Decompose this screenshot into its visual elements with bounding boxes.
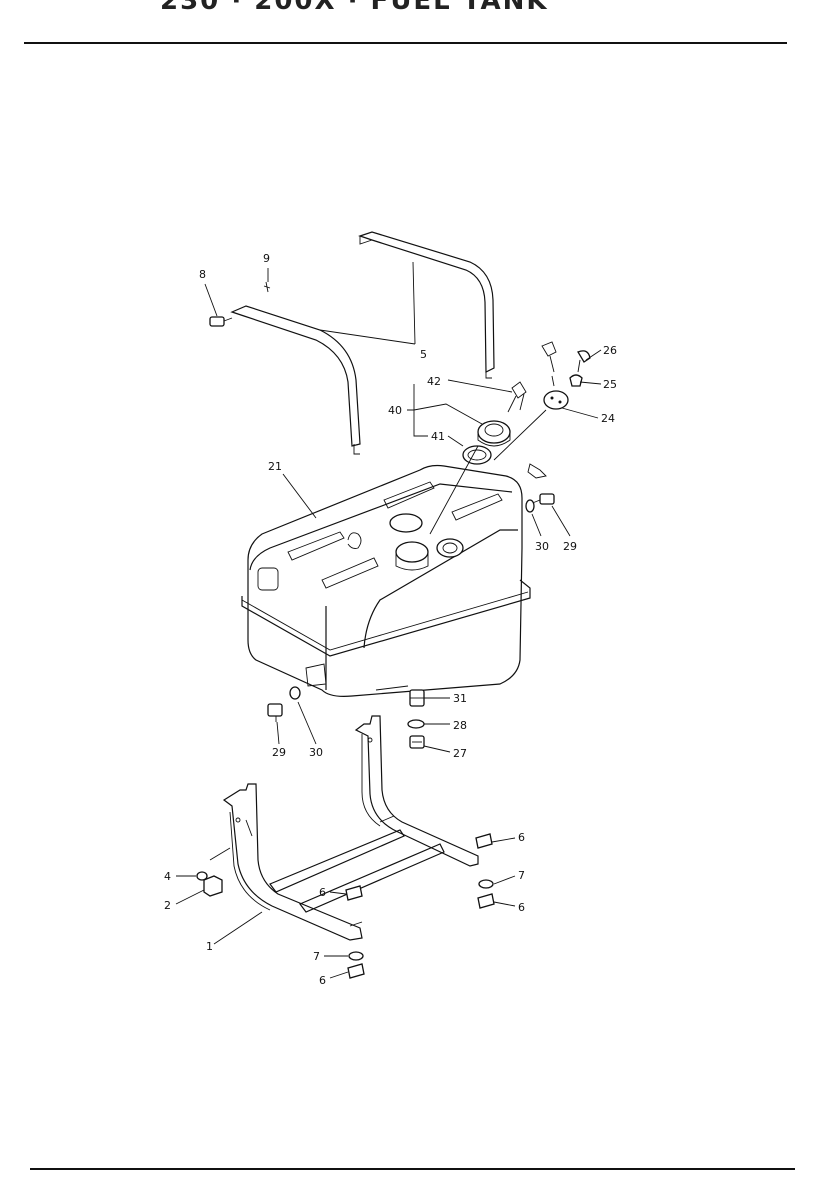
callout-6-right-bottom: 6	[518, 901, 525, 914]
callout-6-bottom: 6	[319, 974, 326, 987]
cotter-pin-9	[263, 281, 271, 293]
mount-6-right-bottom	[477, 893, 495, 909]
mount-6-center	[345, 885, 363, 901]
callout-26: 26	[603, 344, 617, 357]
callout-29-right: 29	[563, 540, 577, 553]
leader-lines	[175, 261, 602, 979]
callout-28: 28	[453, 719, 467, 732]
callout-labels: 8 9 5 42 40 41 21 26 25 24 30 29 31 28 2…	[164, 252, 617, 987]
mount-6-right-top	[475, 833, 493, 849]
callout-31: 31	[453, 692, 467, 705]
washer-30-left	[289, 686, 301, 700]
filler-cap-40	[477, 420, 511, 447]
callout-25: 25	[603, 378, 617, 391]
key-42	[507, 381, 527, 413]
strap-rear	[358, 231, 495, 379]
bolt-26	[577, 350, 591, 373]
callout-24: 24	[601, 412, 615, 425]
callout-7-right: 7	[518, 869, 525, 882]
bolt-8	[209, 316, 233, 327]
bolt-29-left	[267, 703, 283, 722]
plug-27	[409, 735, 425, 749]
gasket-41	[462, 445, 492, 465]
callout-29-left: 29	[272, 746, 286, 759]
bolt-2	[203, 875, 223, 897]
callout-30-left: 30	[309, 746, 323, 759]
washer-7-right	[478, 879, 494, 889]
callout-6-right-top: 6	[518, 831, 525, 844]
callout-1: 1	[206, 940, 213, 953]
callout-4: 4	[164, 870, 171, 883]
page-title: 230 · 200X · FUEL TANK	[160, 0, 549, 16]
washer-30-right	[525, 499, 535, 513]
mount-6-bottom	[347, 963, 365, 979]
callout-7-bottom: 7	[313, 950, 320, 963]
fuel-gauge-24	[541, 341, 569, 410]
callout-30-right: 30	[535, 540, 549, 553]
drain-plug-31	[409, 689, 425, 707]
callout-9: 9	[263, 252, 270, 265]
tube	[527, 463, 547, 479]
washer-28	[407, 719, 425, 729]
callout-41: 41	[431, 430, 445, 443]
support-frame	[209, 715, 479, 941]
callout-27: 27	[453, 747, 467, 760]
header-rule	[24, 42, 787, 44]
cap-25	[569, 374, 583, 387]
washer-7-bottom	[348, 951, 364, 961]
washer-4	[196, 871, 208, 881]
callout-5: 5	[420, 348, 427, 361]
footer-rule	[30, 1168, 795, 1170]
callout-6-center: 6	[319, 886, 326, 899]
callout-40: 40	[388, 404, 402, 417]
callout-42: 42	[427, 375, 441, 388]
fuel-tank	[241, 464, 531, 697]
callout-21: 21	[268, 460, 282, 473]
callout-2: 2	[164, 899, 171, 912]
strap-front	[230, 305, 361, 455]
callout-8: 8	[199, 268, 206, 281]
